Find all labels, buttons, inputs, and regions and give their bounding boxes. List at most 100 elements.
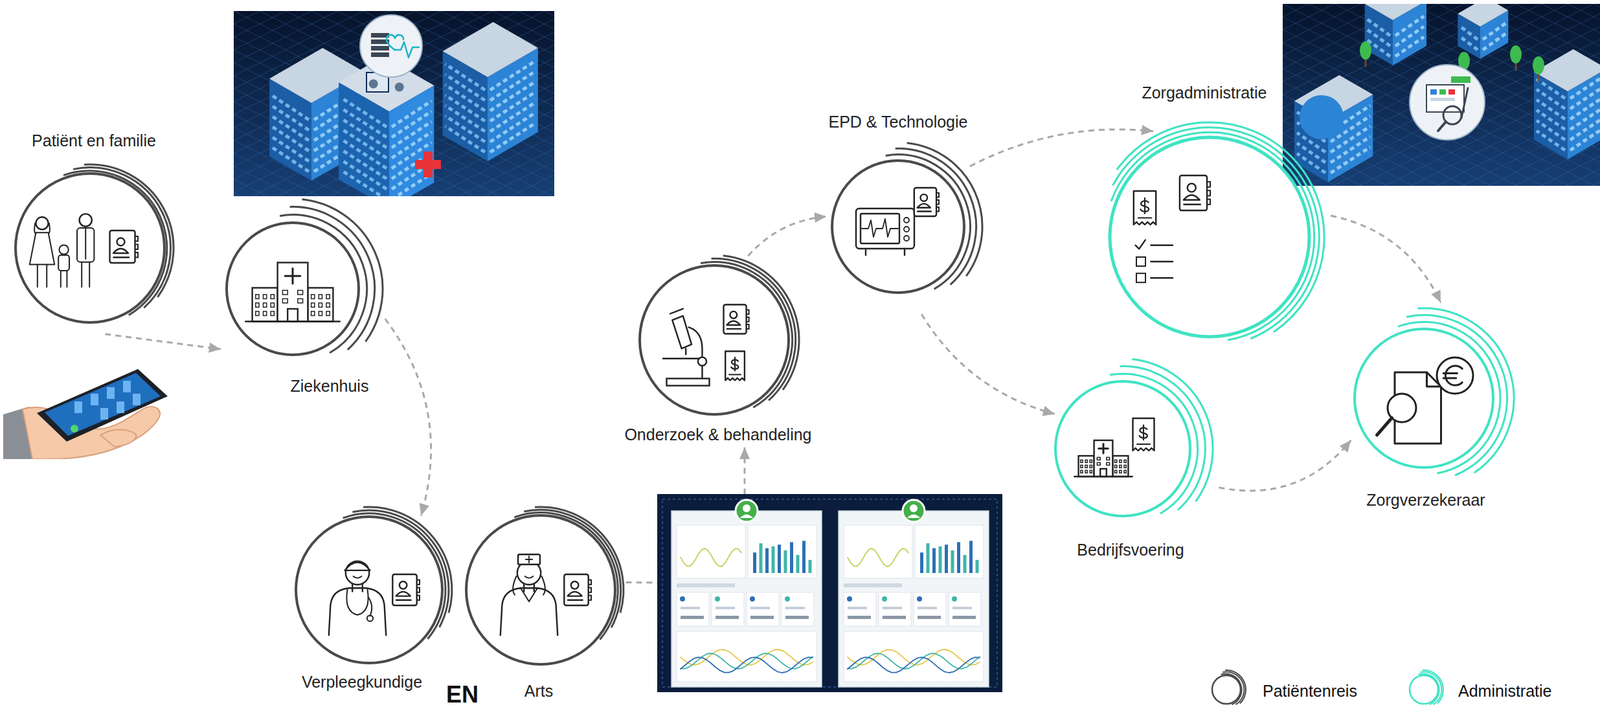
ring-outline bbox=[1212, 670, 1246, 705]
dashboard-card-part bbox=[952, 615, 976, 620]
dashboard-card-part bbox=[963, 554, 967, 574]
city-scene-part bbox=[169, 11, 623, 238]
ring-outline-part bbox=[907, 143, 983, 277]
city-scene-part bbox=[1296, 153, 1326, 173]
city-scene-part bbox=[391, 111, 432, 138]
city-scene-part bbox=[1457, 0, 1509, 27]
family-figures-part bbox=[81, 227, 90, 287]
doctor-figure-part bbox=[518, 554, 541, 565]
monitor-icon bbox=[856, 208, 915, 256]
ring-outline bbox=[15, 164, 174, 323]
record-card-icon-part bbox=[113, 248, 129, 254]
process-circle: Patiënt en familie bbox=[3, 130, 177, 335]
dashboard-card-part bbox=[847, 653, 980, 669]
ring-outline-part bbox=[84, 164, 174, 298]
hospital-icon-part bbox=[1096, 462, 1101, 465]
hospital-icon-part bbox=[1085, 470, 1088, 473]
monitor-icon-part bbox=[903, 235, 910, 241]
hospital-icon-part bbox=[1115, 470, 1117, 473]
city-scene-part bbox=[271, 147, 309, 173]
dashboard-card-part bbox=[951, 596, 958, 602]
dashboard-card-part bbox=[735, 499, 758, 522]
dashboard-card-part bbox=[750, 606, 770, 610]
record-card-icon-part bbox=[399, 581, 408, 590]
city-scene-part bbox=[0, 11, 27, 238]
ring-shape bbox=[626, 251, 803, 429]
dashboard-card-part bbox=[750, 615, 774, 620]
dashboard-card-part bbox=[671, 510, 822, 688]
city-scene-part bbox=[1347, 3, 1600, 231]
arrow-head bbox=[208, 342, 221, 353]
city-scene-part bbox=[428, 11, 882, 238]
checklist-icon-part bbox=[1135, 239, 1146, 249]
city-scene-part bbox=[699, 3, 1154, 231]
receipt-icon-part bbox=[1144, 198, 1146, 214]
receipt-icon-part bbox=[1133, 191, 1156, 225]
city-scene-part bbox=[1502, 3, 1600, 231]
city-scene-part bbox=[394, 42, 419, 58]
dashboard-scene bbox=[662, 499, 998, 688]
ring-shape bbox=[810, 139, 986, 315]
city-scene-part bbox=[337, 11, 791, 238]
dashed-arrow bbox=[747, 216, 827, 256]
nurse-figure-part bbox=[353, 576, 362, 579]
city-scene-part bbox=[156, 11, 610, 238]
process-circle: EPD & Technologie bbox=[810, 112, 986, 315]
checklist-icon-part bbox=[1150, 277, 1173, 279]
dashboard-card-part bbox=[765, 548, 769, 574]
family-figures-part bbox=[29, 232, 55, 265]
hospital-icon-part bbox=[287, 308, 298, 322]
record-card-icon-part bbox=[1183, 194, 1200, 201]
dashboard-card-part bbox=[753, 552, 757, 574]
ring-outline-part bbox=[832, 160, 965, 293]
city-scene-part bbox=[544, 3, 998, 231]
city-scene-part bbox=[1532, 56, 1545, 75]
dashed-arrow bbox=[969, 129, 1154, 167]
free-label: EN bbox=[446, 680, 479, 709]
record-card-icon-part bbox=[914, 187, 937, 217]
euro-icon-part bbox=[1445, 365, 1463, 386]
city-scene-part bbox=[1536, 89, 1566, 109]
microscope-icon-part bbox=[672, 315, 692, 350]
city-scene-part bbox=[311, 11, 765, 238]
checklist-icon-part bbox=[1136, 273, 1146, 283]
family-figures-part bbox=[58, 244, 68, 254]
dashboard-card-part bbox=[771, 546, 776, 574]
record-card-icon-part bbox=[392, 574, 417, 606]
city-scene-part bbox=[369, 79, 379, 89]
city-scene-part bbox=[1295, 3, 1600, 231]
microscope-icon-part bbox=[663, 358, 703, 360]
record-card-icon-part bbox=[1187, 183, 1196, 192]
microscope-icon-part bbox=[685, 348, 687, 355]
dashboard-illustration bbox=[657, 494, 1003, 693]
node-icons bbox=[856, 187, 939, 256]
city-scene-part bbox=[423, 151, 433, 178]
city-scene-part bbox=[1364, 0, 1427, 21]
city-scene-part bbox=[596, 11, 1050, 238]
ring-outline-part bbox=[1225, 670, 1246, 704]
city-scene-part bbox=[194, 11, 649, 238]
record-card-icon-part bbox=[563, 574, 588, 606]
city-scene-part bbox=[596, 3, 1050, 231]
dashboard-card-part bbox=[846, 596, 853, 602]
city-scene-part bbox=[130, 11, 584, 238]
city-scene-part bbox=[1464, 3, 1600, 231]
city-scene-part bbox=[1536, 78, 1566, 99]
hospital-icon-part bbox=[270, 311, 274, 316]
microscope-icon-part bbox=[698, 357, 707, 366]
ring-outline-part bbox=[1113, 127, 1320, 339]
city-scene-part bbox=[1482, 23, 1506, 40]
city-scene-part bbox=[371, 45, 390, 51]
flow-connector bbox=[1218, 440, 1351, 491]
dashboard-card-part bbox=[843, 583, 902, 588]
ring-outline-part bbox=[1111, 132, 1315, 340]
dashboard-card-part bbox=[777, 544, 781, 574]
dashboard-card-part bbox=[714, 596, 721, 602]
checklist-icon-part bbox=[1136, 257, 1146, 267]
dashboard-card-part bbox=[944, 544, 948, 574]
document-search-icon-part bbox=[1377, 417, 1393, 435]
city-scene-part bbox=[271, 116, 309, 142]
hospital-icon-part bbox=[318, 303, 322, 308]
checklist-icon-part bbox=[1150, 244, 1173, 247]
dashboard-card-part bbox=[926, 543, 930, 574]
